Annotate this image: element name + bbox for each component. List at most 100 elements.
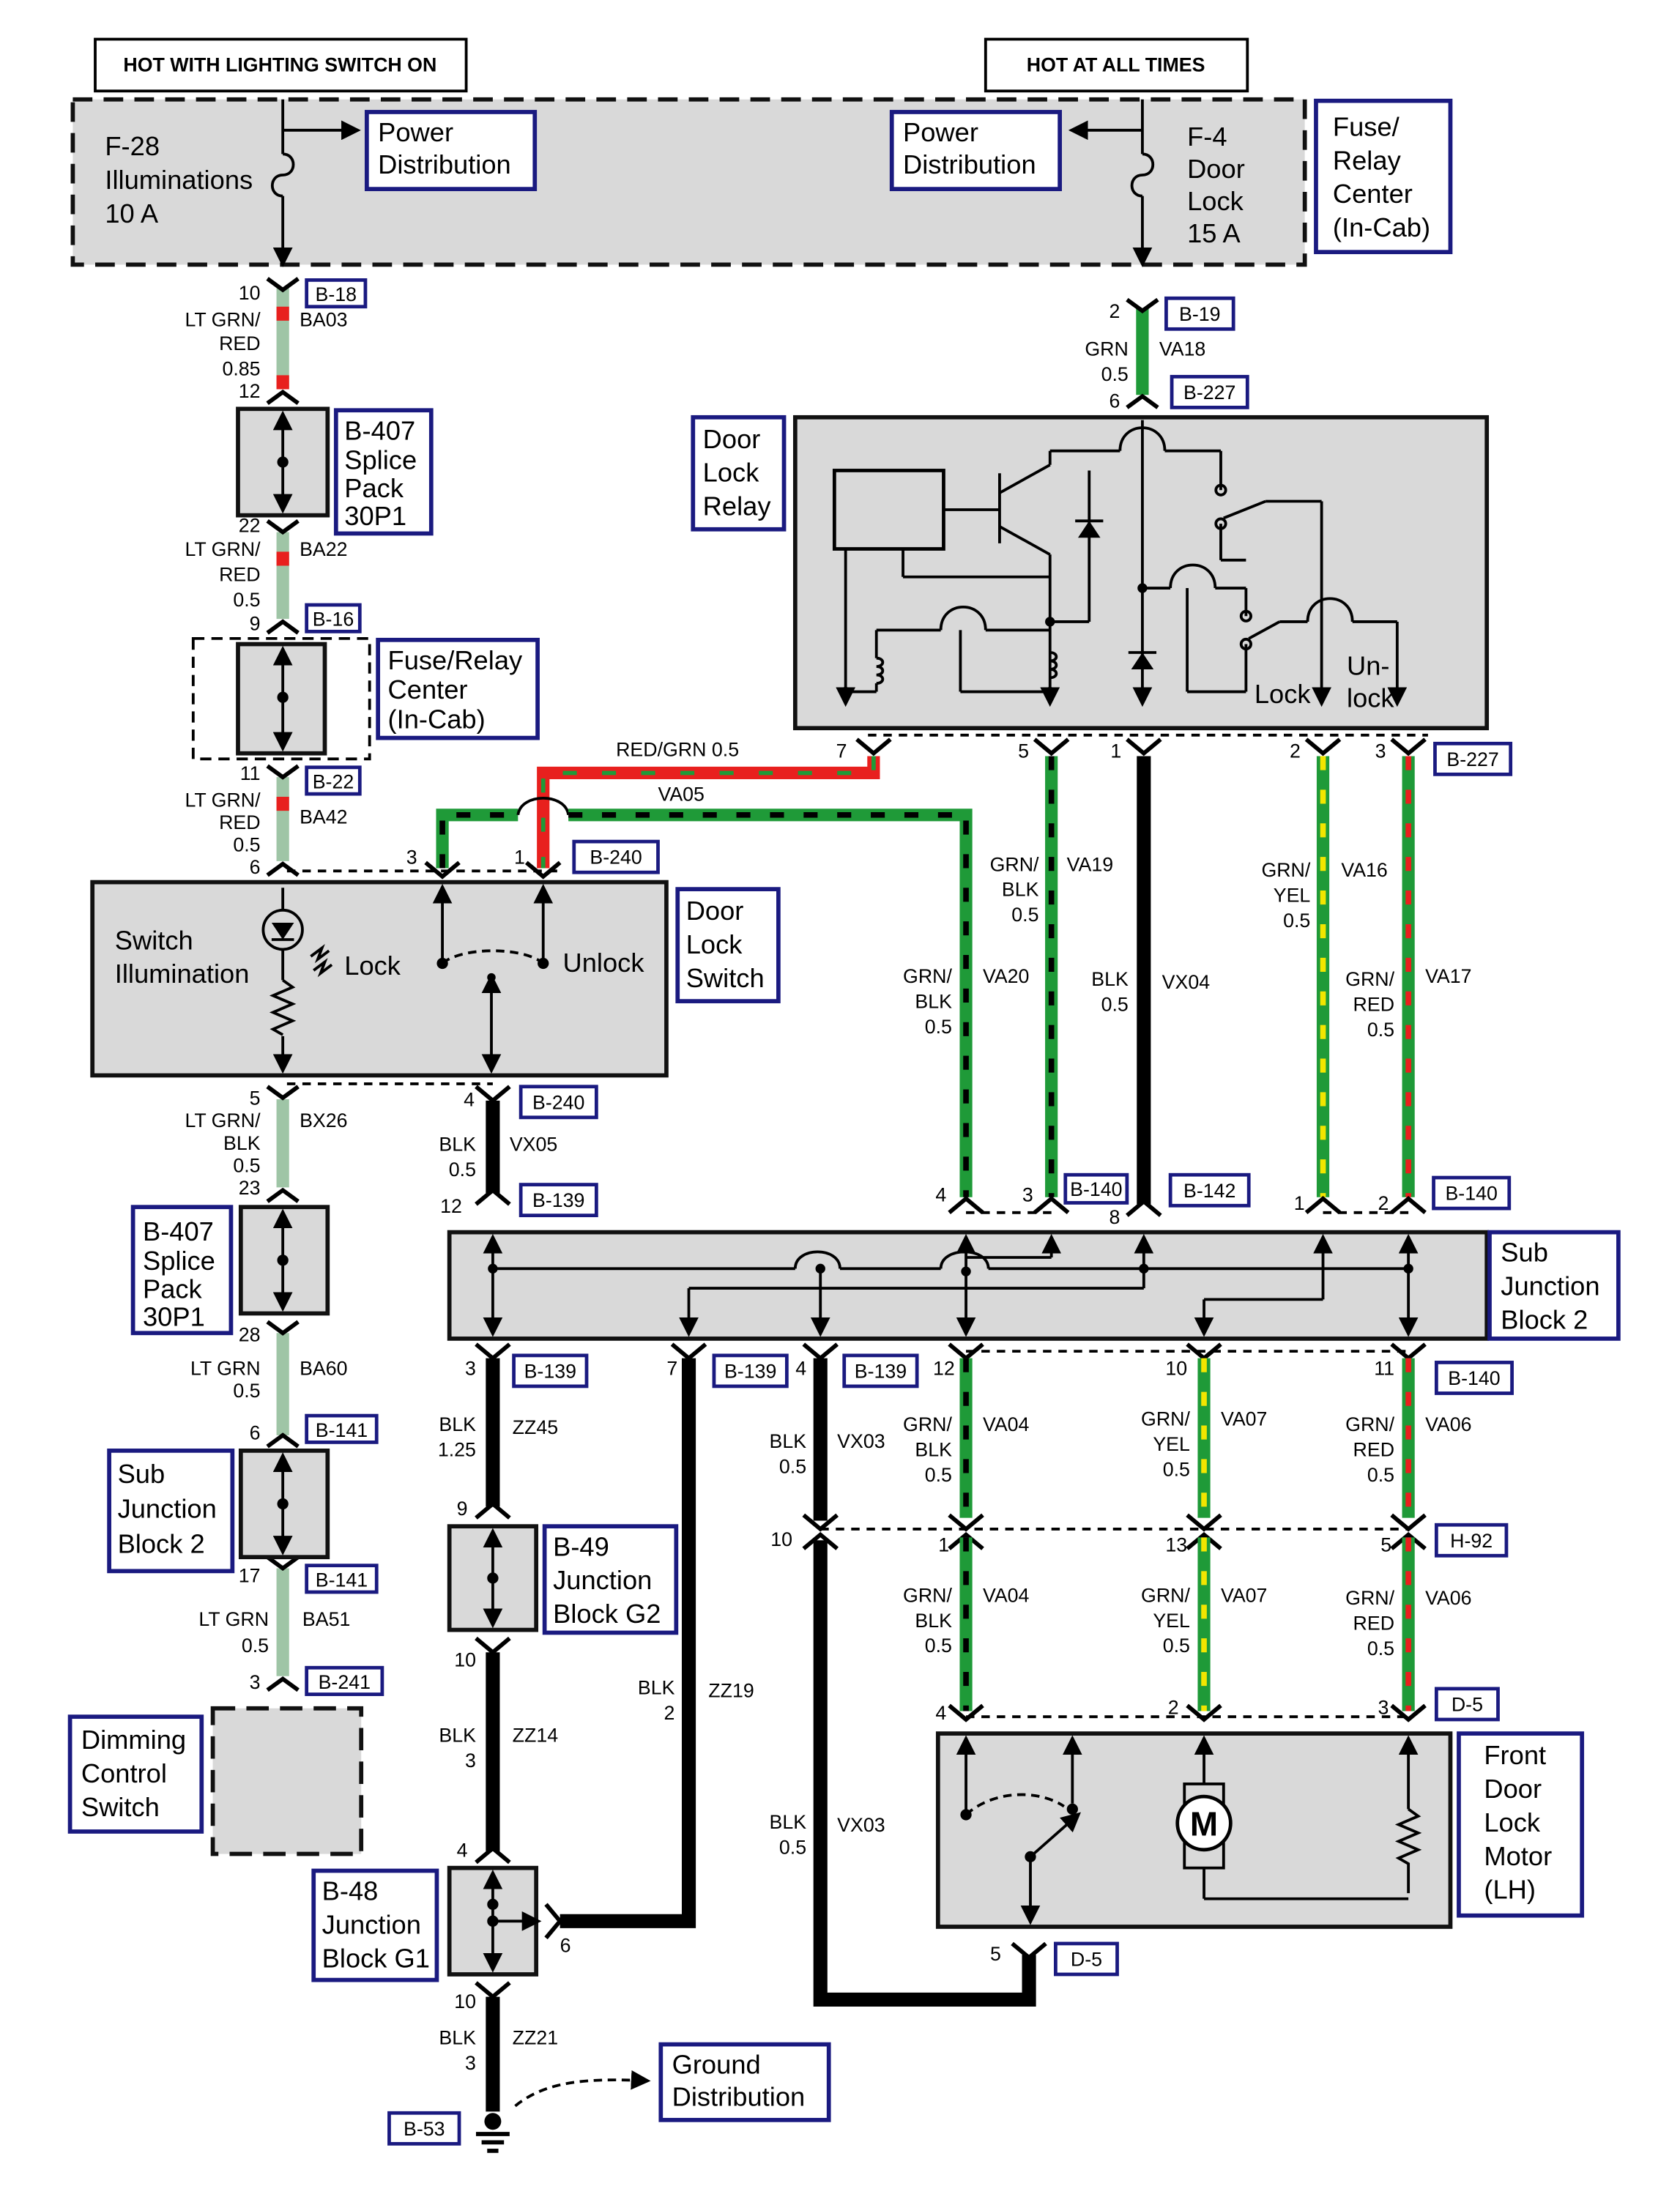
splice-pack-b407-bottom-label[interactable]: B-407 Splice Pack 30P1 bbox=[130, 1205, 234, 1336]
svg-text:1: 1 bbox=[1110, 740, 1121, 762]
svg-text:RED/GRN 0.5: RED/GRN 0.5 bbox=[616, 739, 739, 761]
svg-text:B-22: B-22 bbox=[313, 770, 354, 792]
svg-text:BX26: BX26 bbox=[300, 1109, 347, 1131]
svg-text:BLK: BLK bbox=[223, 1132, 261, 1154]
svg-text:Relay: Relay bbox=[1333, 145, 1402, 175]
svg-text:0.5: 0.5 bbox=[242, 1635, 269, 1657]
connector-b140-low bbox=[1434, 1361, 1514, 1395]
label-ba60: 28 LT GRN 0.5 6 BA60 bbox=[190, 1324, 348, 1444]
svg-text:Fuse/Relay: Fuse/Relay bbox=[388, 645, 523, 675]
label-va04-a: GRN/ BLK 0.5 VA04 bbox=[903, 1413, 1029, 1486]
d5-pin-labels: 4 2 3 bbox=[935, 1696, 1389, 1724]
connector-b18 bbox=[305, 278, 368, 309]
door-lock-switch-label[interactable]: Door Lock Switch bbox=[675, 887, 781, 1003]
fuse-relay-center-top bbox=[70, 97, 1307, 267]
splice-pack-b407-top-label[interactable]: B-407 Splice Pack 30P1 bbox=[333, 408, 434, 536]
ground-distribution[interactable]: Ground Distribution bbox=[658, 2042, 831, 2122]
svg-text:0.5: 0.5 bbox=[1367, 1019, 1394, 1041]
svg-text:B-407: B-407 bbox=[143, 1216, 214, 1246]
label-vx05: 4 BLK 0.5 12 VX05 bbox=[439, 1089, 557, 1217]
sjb-internal-circuit bbox=[483, 1233, 1419, 1337]
svg-text:Illuminations: Illuminations bbox=[105, 165, 253, 195]
svg-text:0.5: 0.5 bbox=[233, 589, 260, 611]
label-bx26: 5 LT GRN/ BLK 0.5 23 BX26 bbox=[185, 1088, 348, 1199]
dimming-control-switch-label[interactable]: Dimming Control Switch bbox=[67, 1714, 204, 1834]
svg-text:12: 12 bbox=[239, 380, 261, 402]
svg-text:0.5: 0.5 bbox=[1101, 993, 1129, 1015]
svg-text:BLK: BLK bbox=[770, 1430, 807, 1452]
svg-text:0.5: 0.5 bbox=[233, 834, 260, 856]
svg-text:2: 2 bbox=[1109, 300, 1120, 322]
svg-text:Distribution: Distribution bbox=[378, 149, 511, 179]
svg-text:Power: Power bbox=[378, 117, 453, 147]
svg-text:B-19: B-19 bbox=[1179, 303, 1221, 325]
sub-junction-block-2-right-label[interactable]: Sub Junction Block 2 bbox=[1487, 1230, 1621, 1341]
svg-text:1: 1 bbox=[514, 847, 525, 869]
sub-junction-block-2-right bbox=[447, 1230, 1490, 1341]
svg-text:Junction: Junction bbox=[322, 1910, 421, 1940]
svg-text:0.5: 0.5 bbox=[925, 1635, 952, 1657]
label-ba22: 22 LT GRN/ RED 0.5 9 BA22 bbox=[185, 515, 348, 635]
sub-junction-block-2-left-label[interactable]: Sub Junction Block 2 bbox=[107, 1449, 235, 1574]
svg-text:LT GRN: LT GRN bbox=[190, 1358, 261, 1380]
svg-text:5: 5 bbox=[250, 1088, 261, 1109]
svg-text:(In-Cab): (In-Cab) bbox=[388, 704, 486, 734]
svg-text:Lock: Lock bbox=[686, 929, 743, 959]
svg-text:BA22: BA22 bbox=[300, 538, 347, 560]
svg-text:0.5: 0.5 bbox=[233, 1154, 260, 1176]
switch-illumination-label-1: Switch bbox=[115, 925, 193, 955]
svg-text:Lock: Lock bbox=[703, 458, 760, 488]
svg-text:3: 3 bbox=[465, 2052, 476, 2074]
svg-text:B-142: B-142 bbox=[1183, 1180, 1235, 1202]
svg-text:Front: Front bbox=[1484, 1740, 1546, 1770]
svg-text:6: 6 bbox=[250, 1422, 261, 1444]
svg-text:BLK: BLK bbox=[915, 1439, 952, 1461]
fuse-f28-symbol bbox=[271, 99, 361, 267]
svg-text:2: 2 bbox=[1168, 1696, 1179, 1718]
junction-block-g2-label[interactable]: B-49 Junction Block G2 bbox=[542, 1524, 679, 1635]
svg-text:GRN: GRN bbox=[1085, 338, 1128, 360]
svg-text:VA18: VA18 bbox=[1159, 338, 1205, 360]
svg-text:11: 11 bbox=[240, 762, 261, 784]
svg-text:4: 4 bbox=[464, 1089, 475, 1111]
connector-b139-b bbox=[712, 1353, 789, 1389]
svg-text:BA03: BA03 bbox=[300, 309, 347, 331]
sjb-input-chevrons bbox=[948, 1195, 1427, 1217]
relay-unlock-label-2: lock bbox=[1347, 683, 1394, 713]
svg-text:22: 22 bbox=[239, 515, 261, 537]
svg-text:B-241: B-241 bbox=[319, 1671, 371, 1693]
label-va06-a: GRN/ RED 0.5 VA06 bbox=[1345, 1413, 1471, 1486]
svg-text:9: 9 bbox=[250, 612, 261, 634]
front-door-lock-motor-label[interactable]: Front Door Lock Motor (LH) bbox=[1457, 1731, 1585, 1918]
power-distribution-left[interactable]: Power Distribution bbox=[364, 110, 538, 191]
power-distribution-right[interactable]: Power Distribution bbox=[889, 110, 1062, 191]
svg-text:23: 23 bbox=[239, 1177, 261, 1199]
connector-b139-top bbox=[519, 1183, 598, 1218]
svg-text:10: 10 bbox=[454, 1990, 476, 2012]
header-right-text: HOT AT ALL TIMES bbox=[1027, 54, 1205, 76]
wire-vx03 bbox=[813, 1358, 1036, 2007]
svg-text:B-139: B-139 bbox=[855, 1360, 907, 1382]
svg-text:5: 5 bbox=[990, 1943, 1001, 1965]
svg-text:ZZ21: ZZ21 bbox=[513, 2027, 558, 2049]
label-vx03-b: BLK 0.5 VX03 bbox=[770, 1811, 885, 1858]
wire-red-grn: RED/GRN 0.5 bbox=[537, 739, 880, 869]
svg-text:11: 11 bbox=[1374, 1358, 1394, 1380]
svg-text:B-141: B-141 bbox=[316, 1569, 368, 1591]
junction-block-g2 bbox=[447, 1524, 539, 1632]
svg-text:ZZ14: ZZ14 bbox=[513, 1725, 559, 1747]
door-lock-relay-label[interactable]: Door Lock Relay bbox=[691, 415, 787, 532]
header-left-text: HOT WITH LIGHTING SWITCH ON bbox=[123, 54, 436, 76]
svg-text:4: 4 bbox=[795, 1358, 806, 1380]
svg-text:GRN/: GRN/ bbox=[1345, 1413, 1394, 1435]
svg-text:GRN/: GRN/ bbox=[990, 853, 1039, 875]
fuse-relay-center-mid-label[interactable]: Fuse/Relay Center (In-Cab) bbox=[376, 637, 540, 740]
h92-pin-labels: 1 13 5 bbox=[938, 1534, 1391, 1556]
junction-block-g1-label[interactable]: B-48 Junction Block G1 bbox=[311, 1868, 439, 1982]
svg-text:7: 7 bbox=[836, 740, 847, 762]
connector-b240-bottom bbox=[519, 1085, 598, 1120]
label-va16: GRN/ YEL 0.5 VA16 bbox=[1261, 859, 1387, 932]
svg-text:LT GRN/: LT GRN/ bbox=[185, 789, 261, 811]
svg-text:RED: RED bbox=[1353, 993, 1394, 1015]
